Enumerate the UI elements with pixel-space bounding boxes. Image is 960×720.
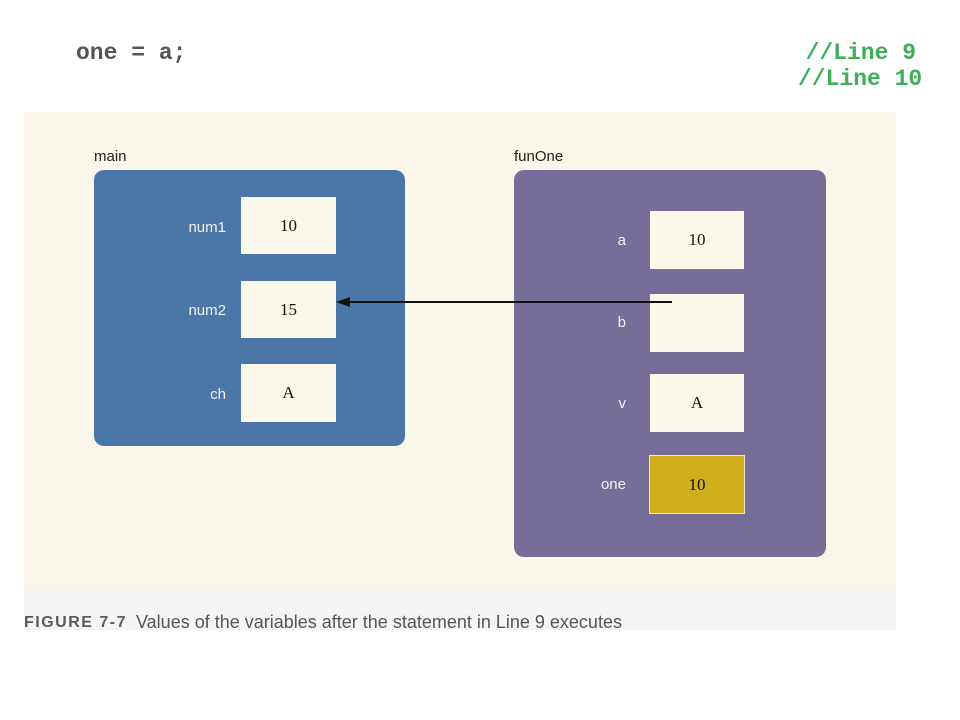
figure-caption-text: Values of the variables after the statem… <box>136 612 622 632</box>
fun-var-cell-one: 10 <box>649 455 745 514</box>
main-var-label-num2: num2 <box>188 302 226 319</box>
fun-scope-title: funOne <box>514 148 564 165</box>
fun-var-label-a: a <box>617 232 626 249</box>
code-statement: one = a; <box>76 40 187 66</box>
fun-var-cell-b <box>650 294 744 352</box>
main-scope-title: main <box>94 148 127 165</box>
code-next-line-text: //Line 10 <box>798 66 923 92</box>
fun-var-label-b: b <box>617 314 626 331</box>
figure-number: FIGURE 7-7 <box>24 614 128 631</box>
figure-caption: FIGURE 7-7 Values of the variables after… <box>24 590 896 632</box>
fun-var-cell-a: 10 <box>650 211 744 269</box>
code-line: one = a; //Line 9 <box>76 38 928 74</box>
code-comment: //Line 9 <box>805 40 916 66</box>
fun-var-label-v: v <box>618 395 627 412</box>
fun-var-cell-v: A <box>650 374 744 432</box>
main-var-cell-num2: 15 <box>241 281 336 338</box>
reference-arrow-head <box>336 297 350 307</box>
fun-var-label-one: one <box>600 476 626 493</box>
code-next-line-partial: //Line 10 <box>798 68 928 91</box>
main-var-cell-num1: 10 <box>241 197 336 254</box>
main-var-label-ch: ch <box>210 386 226 403</box>
main-var-label-num1: num1 <box>188 219 226 236</box>
main-var-cell-ch: A <box>241 364 336 422</box>
